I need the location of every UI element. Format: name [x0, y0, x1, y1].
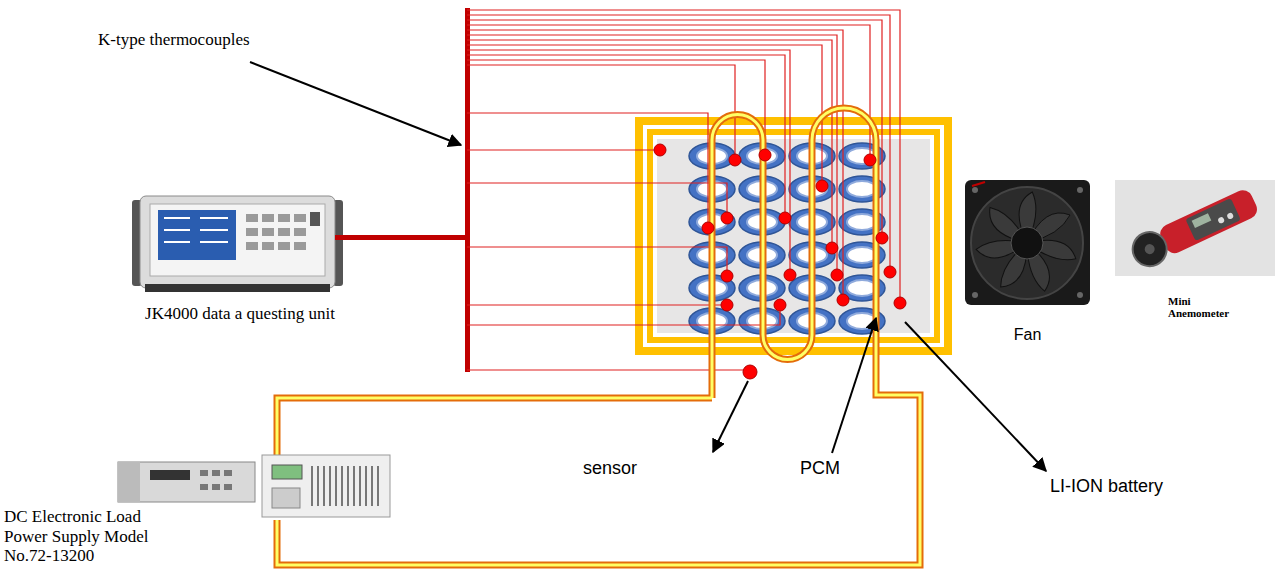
fan-picture	[965, 180, 1090, 305]
dc-load-picture	[118, 455, 390, 517]
unit-label: Fan	[1014, 326, 1042, 344]
fan-unit: Fan	[955, 176, 1100, 344]
sensor-leader	[713, 381, 748, 452]
data-logger-unit: JK4000 data a questing unit	[118, 186, 362, 324]
sensor-label: sensor	[583, 458, 637, 479]
battery-leader	[905, 322, 1046, 471]
thermocouple-leader	[250, 62, 461, 145]
dc-load-unit: DC Electronic Load Power Supply Model No…	[2, 448, 402, 566]
unit-label: Mini Anemometer	[1168, 295, 1240, 320]
thermocouple-wires	[467, 10, 900, 370]
unit-label: DC Electronic Load Power Supply Model No…	[4, 507, 169, 566]
logger-cable	[335, 235, 467, 240]
data-logger-picture	[132, 196, 343, 292]
thermocouple-label: K-type thermocouples	[98, 30, 250, 50]
unit-label: JK4000 data a questing unit	[145, 304, 335, 324]
anemometer-picture	[1115, 180, 1275, 276]
anemometer-unit: Mini Anemometer	[1112, 176, 1276, 320]
battery-label: LI-ION battery	[1050, 476, 1163, 497]
pcm-leader	[832, 318, 876, 453]
leader-arrows	[250, 62, 1046, 471]
battery-housing	[635, 117, 952, 355]
pcm-label: PCM	[800, 458, 840, 479]
thermocouple-bus	[465, 8, 470, 372]
